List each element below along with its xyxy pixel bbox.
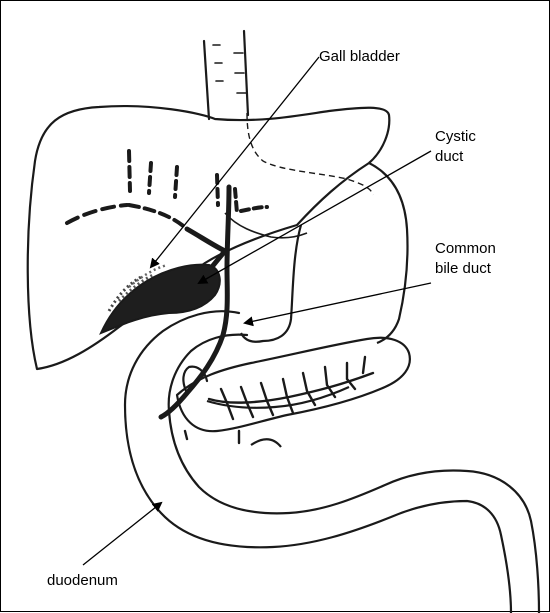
- pancreas: [177, 338, 410, 447]
- common-bile-duct-label: Common bile duct: [435, 239, 535, 279]
- gall-bladder: [101, 265, 220, 333]
- gall-bladder-text: Gall bladder: [319, 47, 400, 67]
- gall-bladder-pointer: [151, 57, 319, 267]
- duodenum: [125, 311, 539, 613]
- cystic-duct-pointer: [199, 151, 431, 283]
- esophagus: [204, 31, 248, 119]
- cystic-duct-label: Cystic duct: [435, 127, 525, 167]
- cystic-duct-text-line2: duct: [435, 147, 525, 167]
- duodenum-text: duodenum: [47, 571, 118, 591]
- common-bile-duct-text-line1: Common: [435, 239, 535, 259]
- liver: [28, 106, 390, 369]
- cystic-duct-text-line1: Cystic: [435, 127, 525, 147]
- duodenum-label: duodenum: [47, 571, 118, 591]
- stomach: [241, 163, 408, 343]
- duodenum-pointer: [83, 503, 161, 565]
- intrahepatic-ducts: [67, 151, 267, 229]
- gall-bladder-label: Gall bladder: [319, 47, 400, 67]
- common-bile-duct-text-line2: bile duct: [435, 259, 535, 279]
